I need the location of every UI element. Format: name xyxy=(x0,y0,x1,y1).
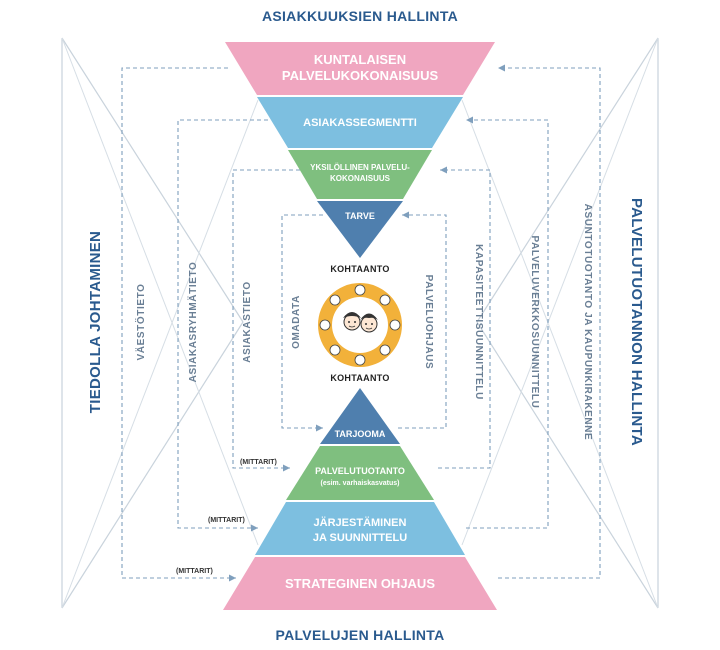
level-strateginen-ohjaus xyxy=(223,557,497,610)
strateginen-ohjaus-label: STRATEGINEN OHJAUS xyxy=(285,576,435,591)
level-yksilollinen-palvelukokonaisuus xyxy=(288,150,432,199)
header-left: TIEDOLLA JOHTAMINEN xyxy=(87,231,104,413)
people-icon xyxy=(343,312,378,333)
mittarit-label-2: (MITTARIT) xyxy=(208,517,245,524)
level4-label: TARVE xyxy=(345,211,375,221)
level-asiakassegmentti xyxy=(257,97,463,148)
level-kuntalaisen-palvelukokonaisuus xyxy=(225,42,495,95)
header-bottom: PALVELUJEN HALLINTA xyxy=(275,627,444,643)
level1-line2: PALVELUKOKONAISUUS xyxy=(282,68,439,83)
kohtaanto-bottom-label: KOHTAANTO xyxy=(330,373,389,383)
right-label-kapasiteettisuunnittelu: KAPASITEETTISUUNNITTELU xyxy=(473,244,484,400)
palvelutuotanto-line2: (esim. varhaiskasvatus) xyxy=(321,480,400,487)
level-tarjooma xyxy=(320,388,400,444)
ring-dots xyxy=(319,284,401,366)
bottom-pyramid: TARJOOMA PALVELUTUOTANTO (esim. varhaisk… xyxy=(223,388,497,610)
kohtaanto-inner xyxy=(332,297,388,353)
header-top: ASIAKKUUKSIEN HALLINTA xyxy=(262,8,458,24)
level-tarve xyxy=(317,201,403,258)
right-label-palveluverkkosuunnittelu: PALVELUVERKKOSUUNNITTELU xyxy=(529,236,540,409)
background-lines xyxy=(61,37,659,609)
left-label-asiakastieto: ASIAKASTIETO xyxy=(242,281,253,362)
right-label-asuntotuotanto: ASUNTOTUOTANTO JA KAUPUNKIRAKENNE xyxy=(582,204,593,441)
center-kohtaanto: KOHTAANTO KOHTAANTO xyxy=(318,264,402,383)
level-palvelutuotanto xyxy=(286,446,434,500)
header-right: PALVELUTUOTANNON HALLINTA xyxy=(628,198,645,446)
mittarit-label-1: (MITTARIT) xyxy=(240,459,277,466)
top-pyramid: KUNTALAISEN PALVELUKOKONAISUUS ASIAKASSE… xyxy=(225,42,495,258)
level2-label: ASIAKASSEGMENTTI xyxy=(303,117,417,129)
tarjooma-label: TARJOOMA xyxy=(335,429,386,439)
left-label-asiakasryhmatieto: ASIAKASRYHMÄTIETO xyxy=(186,262,199,383)
right-label-palveluohjaus: PALVELUOHJAUS xyxy=(423,275,434,370)
palvelutuotanto-line1: PALVELUTUOTANTO xyxy=(315,466,405,476)
kohtaanto-top-label: KOHTAANTO xyxy=(330,264,389,274)
left-label-omadata: OMADATA xyxy=(291,295,302,349)
level3-line2: KOKONAISUUS xyxy=(330,174,391,183)
left-dashed-lines xyxy=(121,67,323,582)
level-jarjestaminen xyxy=(255,502,465,555)
jarjestaminen-line1: JÄRJESTÄMINEN xyxy=(314,516,407,529)
left-label-vaestotieto: VÄESTÖTIETO xyxy=(134,284,147,361)
level1-line1: KUNTALAISEN xyxy=(314,52,406,67)
mittarit-label-3: (MITTARIT) xyxy=(176,568,213,575)
jarjestaminen-line2: JA SUUNNITTELU xyxy=(313,532,407,544)
level3-line1: YKSILÖLLINEN PALVELU- xyxy=(310,163,410,172)
right-dashed-lines xyxy=(398,64,601,579)
